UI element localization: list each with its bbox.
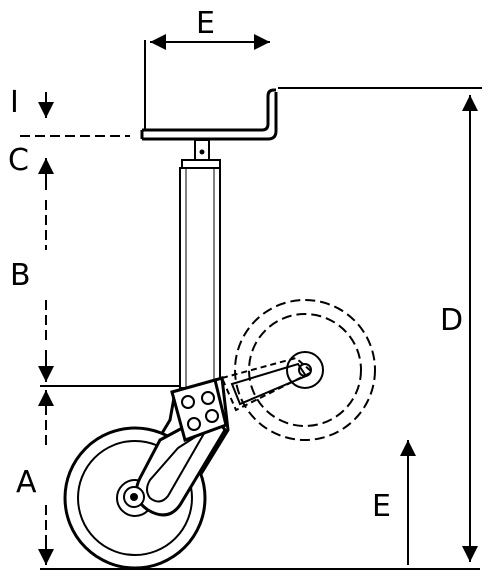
label-a: A <box>16 465 37 500</box>
folded-wheel-icon <box>220 299 376 441</box>
label-b: B <box>10 258 31 293</box>
dimension-d: D <box>278 87 482 562</box>
mounting-bracket-icon <box>140 88 278 161</box>
label-d: D <box>440 303 463 338</box>
label-c: C <box>8 143 29 178</box>
dimension-e-top: E <box>144 6 270 130</box>
label-e-right: E <box>372 489 391 524</box>
dimension-left: I C B A <box>8 85 480 570</box>
label-i: I <box>10 85 19 120</box>
dimension-e-right: E <box>372 440 416 565</box>
support-tube <box>179 159 221 389</box>
label-e-top: E <box>196 6 215 41</box>
swivel-arm-front <box>123 378 228 517</box>
